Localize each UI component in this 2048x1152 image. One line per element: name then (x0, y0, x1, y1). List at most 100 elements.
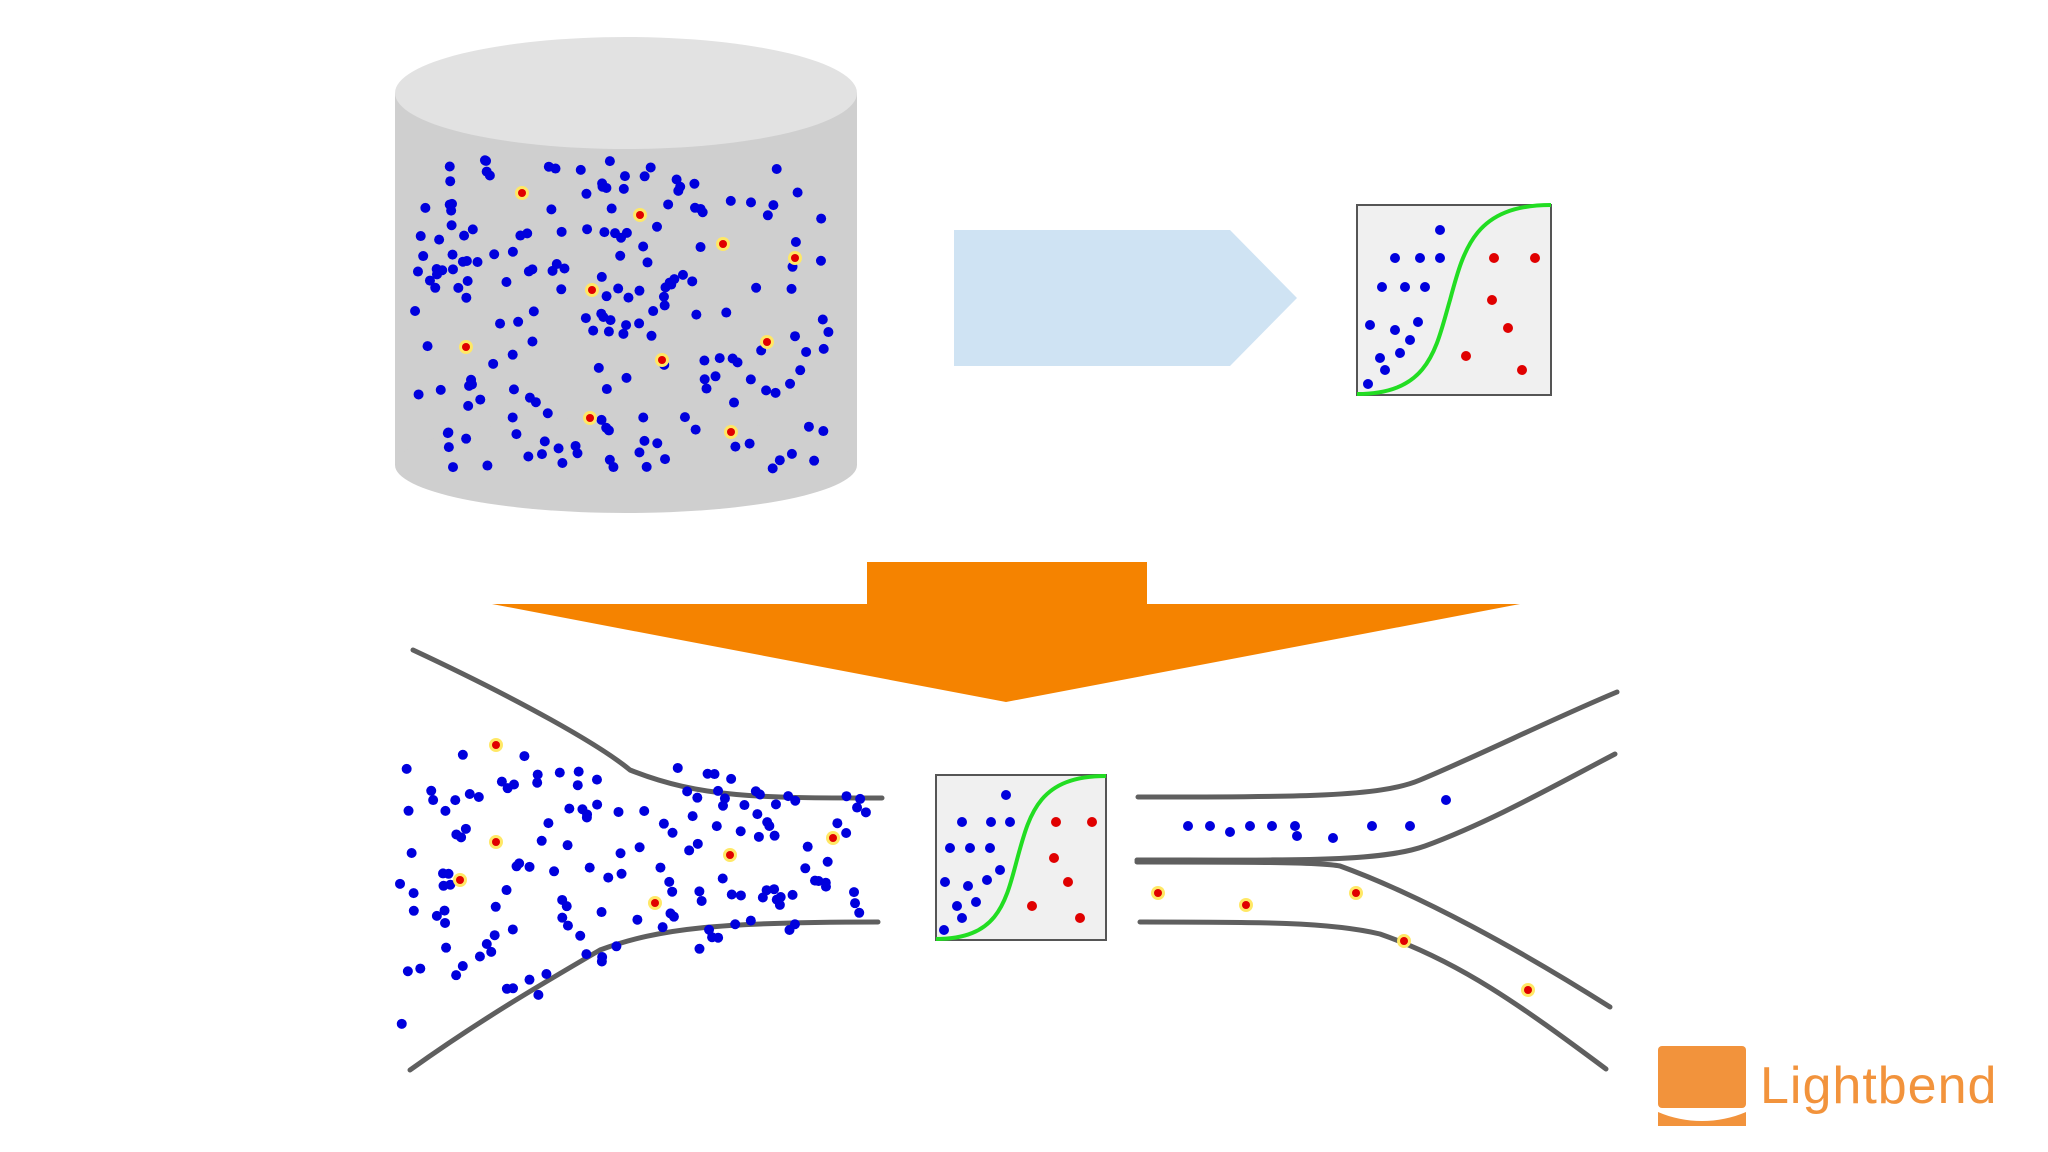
normal-point (1328, 833, 1338, 843)
normal-point (714, 353, 725, 364)
normal-point (451, 970, 462, 981)
normal-point (1390, 325, 1400, 335)
anomaly-point (726, 851, 734, 859)
normal-point (795, 365, 806, 376)
normal-point (582, 224, 593, 235)
normal-point (1390, 253, 1400, 263)
normal-point (709, 769, 720, 780)
anomaly-point (586, 414, 594, 422)
normal-point (726, 889, 737, 900)
normal-point (694, 886, 705, 897)
anomaly-class-point (1051, 817, 1061, 827)
normal-point (745, 374, 756, 385)
normal-point (447, 249, 458, 260)
normal-point (1183, 821, 1193, 831)
normal-point (657, 922, 668, 933)
normal-point (665, 908, 676, 919)
normal-point (460, 823, 471, 834)
normal-point (543, 818, 554, 829)
normal-point (646, 330, 657, 341)
normal-point (615, 250, 626, 261)
normal-point (581, 188, 592, 199)
normal-point (1225, 827, 1235, 837)
normal-point (546, 204, 557, 215)
normal-point (757, 892, 768, 903)
normal-point (641, 461, 652, 472)
normal-point (596, 956, 607, 967)
normal-point (601, 291, 612, 302)
normal-point (802, 841, 813, 852)
anomaly-class-point (1517, 365, 1527, 375)
normal-point (445, 176, 456, 187)
normal-point (1367, 821, 1377, 831)
anomaly-point (456, 876, 464, 884)
normal-point (616, 232, 627, 243)
anomaly-point (492, 741, 500, 749)
normal-point (823, 327, 834, 338)
normal-point (582, 809, 593, 820)
normal-point (489, 249, 500, 260)
anomaly-point (763, 338, 771, 346)
normal-point (601, 384, 612, 395)
normal-point (507, 349, 518, 360)
normal-point (809, 455, 820, 466)
normal-point (1415, 253, 1425, 263)
normal-point (501, 277, 512, 288)
normal-channel-bottom-wall (1134, 751, 1618, 863)
normal-point (945, 843, 955, 853)
normal-point (511, 861, 522, 872)
anomaly-point (462, 343, 470, 351)
anomaly-point (658, 356, 666, 364)
normal-point (438, 880, 449, 891)
normal-point (800, 863, 811, 874)
normal-point (532, 777, 543, 788)
normal-point (642, 257, 653, 268)
normal-point (1405, 335, 1415, 345)
normal-point (403, 805, 414, 816)
normal-point (618, 183, 629, 194)
normal-point (659, 300, 670, 311)
normal-point (443, 442, 454, 453)
normal-point (619, 171, 630, 182)
normal-point (490, 901, 501, 912)
lightbend-logo-text: Lightbend (1760, 1057, 1998, 1115)
anomaly-class-point (1087, 817, 1097, 827)
normal-point (817, 314, 828, 325)
normal-point (687, 276, 698, 287)
normal-point (482, 460, 493, 471)
normal-point (536, 449, 547, 460)
normal-point (402, 966, 413, 977)
normal-point (461, 433, 472, 444)
funnel-lower-wall (407, 919, 881, 1073)
normal-point (611, 941, 622, 952)
normal-point (816, 213, 827, 224)
normal-point (739, 800, 750, 811)
normal-point (581, 949, 592, 960)
normal-point (461, 292, 472, 303)
normal-point (691, 309, 702, 320)
normal-point (501, 885, 512, 896)
normal-point (638, 241, 649, 252)
normal-point (939, 925, 949, 935)
normal-point (986, 817, 996, 827)
anomaly-point (719, 240, 727, 248)
normal-point (486, 946, 497, 957)
anomaly-point (791, 254, 799, 262)
normal-point (422, 341, 433, 352)
anomaly-point (651, 899, 659, 907)
normal-point (752, 809, 763, 820)
normal-point (570, 440, 581, 451)
normal-point (726, 773, 737, 784)
model-chart-icon (935, 774, 1107, 941)
normal-point (754, 789, 765, 800)
anomaly-class-point (1063, 877, 1073, 887)
normal-point (790, 236, 801, 247)
normal-point (730, 919, 741, 930)
normal-point (850, 898, 861, 909)
output-stream-split (1134, 689, 1620, 1072)
anomaly-class-point (1489, 253, 1499, 263)
normal-point (855, 793, 866, 804)
normal-point (451, 829, 462, 840)
normal-channel-top-wall (1135, 689, 1620, 800)
normal-point (564, 803, 575, 814)
